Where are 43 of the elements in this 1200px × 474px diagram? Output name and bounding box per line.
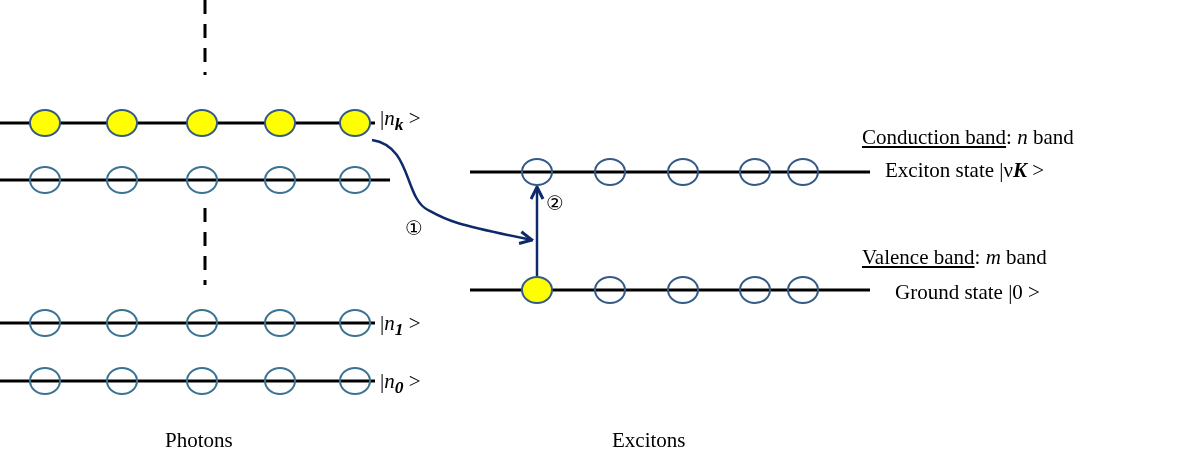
band-label: Conduction band: n band (862, 127, 1074, 148)
state-label: Exciton state |νK > (885, 160, 1045, 181)
state-circle (521, 158, 553, 186)
step-number: ② (546, 193, 564, 213)
state-circle (186, 109, 218, 137)
step-number: ① (405, 218, 423, 238)
state-circle (29, 166, 61, 194)
state-circle (594, 158, 626, 186)
caption: Photons (165, 430, 233, 451)
state-circle (739, 276, 771, 304)
state-circle (521, 276, 553, 304)
state-circle (667, 276, 699, 304)
state-circle (264, 109, 296, 137)
state-circle (339, 367, 371, 395)
state-circle (594, 276, 626, 304)
arrow (529, 185, 545, 276)
state-circle (667, 158, 699, 186)
state-circle (339, 309, 371, 337)
state-label: |n$_{k}$ > (380, 108, 421, 134)
state-circle (787, 158, 819, 186)
state-circle (186, 309, 218, 337)
state-circle (264, 367, 296, 395)
state-label: |n$_{0}$ > (380, 371, 421, 397)
state-circle (739, 158, 771, 186)
state-circle (106, 367, 138, 395)
state-circle (29, 309, 61, 337)
state-circle (106, 309, 138, 337)
state-circle (339, 109, 371, 137)
band-label: Valence band: m band (862, 247, 1047, 268)
state-circle (186, 166, 218, 194)
state-circle (339, 166, 371, 194)
arrow (371, 138, 534, 245)
state-circle (106, 166, 138, 194)
state-circle (106, 109, 138, 137)
caption: Excitons (612, 430, 686, 451)
state-label: Ground state |0 > (895, 282, 1040, 303)
state-circle (787, 276, 819, 304)
state-circle (186, 367, 218, 395)
state-circle (29, 367, 61, 395)
state-circle (29, 109, 61, 137)
state-circle (264, 309, 296, 337)
state-circle (264, 166, 296, 194)
state-label: |n$_{1}$ > (380, 313, 421, 339)
